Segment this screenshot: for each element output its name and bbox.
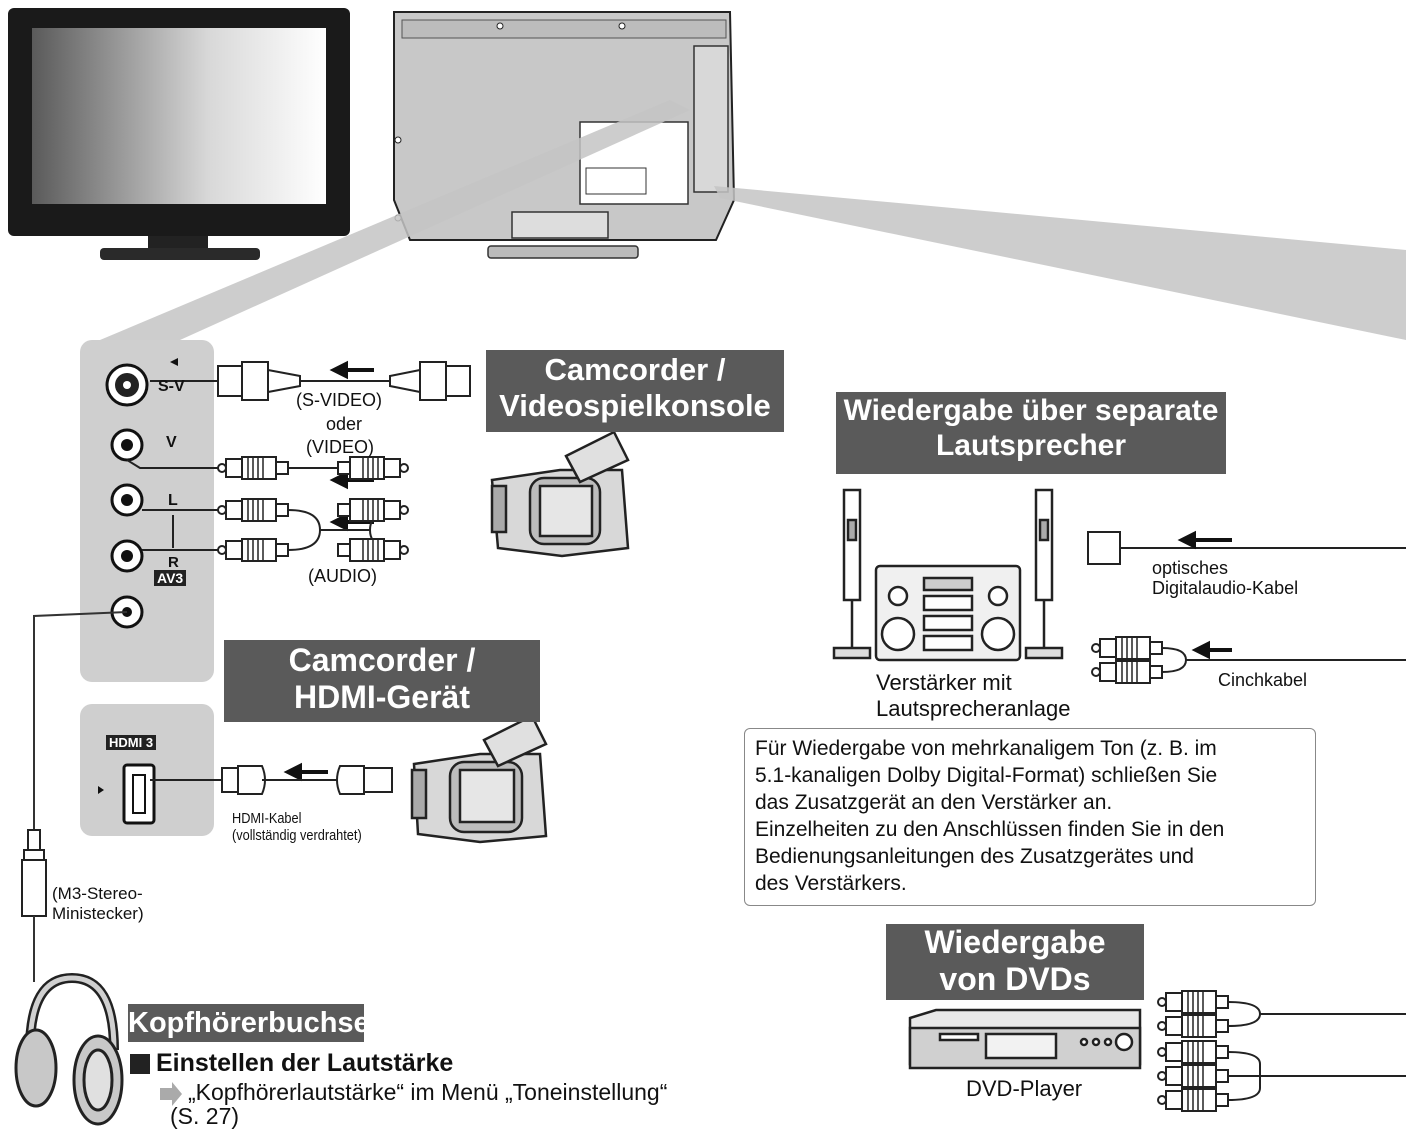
- banner-camcorder-console-line2: Videospielkonsole: [499, 387, 771, 423]
- dvd-player-icon: [908, 1008, 1142, 1070]
- banner-dvd-line1: Wiedergabe: [924, 924, 1106, 960]
- banner-camcorder-console: Camcorder / Videospielkonsole: [486, 350, 784, 432]
- optical-cable-label: optisches Digitalaudio-Kabel: [1152, 558, 1298, 598]
- volume-heading: Einstellen der Lautstärke: [156, 1049, 454, 1077]
- banner-camcorder-console-line1: Camcorder /: [544, 352, 726, 387]
- banner-camcorder-hdmi: Camcorder / HDMI-Gerät: [224, 640, 540, 722]
- ministecker-line2: Ministecker): [52, 904, 144, 923]
- tv-rear-icon: [393, 11, 736, 259]
- multichannel-info-box: Für Wiedergabe von mehrkanaligem Ton (z.…: [744, 728, 1316, 906]
- optical-cable-line2: Digitalaudio-Kabel: [1152, 578, 1299, 598]
- volume-ref-line1: „Kopfhörerlautstärke“ im Menü „Toneinste…: [188, 1079, 668, 1105]
- banner-camcorder-hdmi-line1: Camcorder /: [288, 642, 476, 678]
- banner-dvd-playback: Wiedergabe von DVDs: [886, 924, 1144, 1000]
- cinch-cable-label: Cinchkabel: [1218, 670, 1308, 690]
- banner-separate-speakers: Wiedergabe über separate Lautsprecher: [836, 392, 1226, 474]
- hdmi-cable-line2: (vollständig verdrahtet): [232, 827, 362, 844]
- amplifier-line2: Lautsprecheranlage: [876, 696, 1071, 721]
- info-line: Bedienungsanleitungen des Zusatzgerätes …: [755, 845, 1194, 868]
- info-line: des Verstärkers.: [755, 872, 907, 895]
- volume-ref-page: (S. 27): [170, 1103, 240, 1129]
- banner-dvd-line2: von DVDs: [939, 961, 1091, 997]
- info-line: Einzelheiten zu den Anschlüssen finden S…: [755, 818, 1225, 841]
- camcorder-icon: [490, 430, 630, 558]
- speaker-system-icon: [832, 488, 1064, 662]
- video-cable-label: (VIDEO): [306, 437, 375, 457]
- banner-headphone-jack: Kopfhörerbuchse: [128, 1004, 370, 1042]
- audio-left-jack-label: L: [168, 492, 178, 509]
- banner-speakers-line2: Lautsprecher: [935, 428, 1127, 462]
- ministecker-label: (M3-Stereo- Ministecker): [52, 884, 144, 924]
- volume-menu-reference: „Kopfhörerlautstärke“ im Menü „Toneinste…: [170, 1080, 667, 1128]
- hdmi-cable-label: HDMI-Kabel (vollständig verdrahtet): [232, 810, 362, 844]
- info-line: das Zusatzgerät an den Verstärker an.: [755, 791, 1113, 814]
- amplifier-line1: Verstärker mit: [876, 670, 1012, 695]
- hdmi-camcorder-icon: [410, 714, 548, 844]
- svideo-cable-label: (S-VIDEO): [296, 390, 383, 410]
- info-line: 5.1-kanaligen Dolby Digital-Format) schl…: [755, 764, 1218, 787]
- info-line: Für Wiedergabe von mehrkanaligem Ton (z.…: [755, 737, 1217, 760]
- banner-speakers-line1: Wiedergabe über separate: [843, 394, 1219, 427]
- av3-badge: AV3: [154, 570, 187, 586]
- audio-right-jack-label: R: [168, 554, 179, 571]
- tv-front-icon: [8, 8, 350, 260]
- optical-cable-line1: optisches: [1152, 558, 1229, 578]
- banner-camcorder-hdmi-line2: HDMI-Gerät: [293, 678, 470, 715]
- headphones-icon: [14, 972, 124, 1126]
- hdmi3-badge: HDMI 3: [106, 735, 157, 750]
- video-jack-label: V: [166, 434, 177, 451]
- ministecker-line1: (M3-Stereo-: [52, 884, 143, 903]
- audio-cable-label: (AUDIO): [308, 566, 377, 586]
- oder-label: oder: [326, 414, 363, 434]
- amplifier-label: Verstärker mit Lautsprecheranlage: [876, 670, 1070, 722]
- svideo-jack-label: S-V: [158, 378, 185, 395]
- side-terminal-panel: [80, 340, 214, 836]
- dvd-player-label: DVD-Player: [966, 1076, 1083, 1101]
- hdmi-cable-line1: HDMI-Kabel: [232, 810, 302, 827]
